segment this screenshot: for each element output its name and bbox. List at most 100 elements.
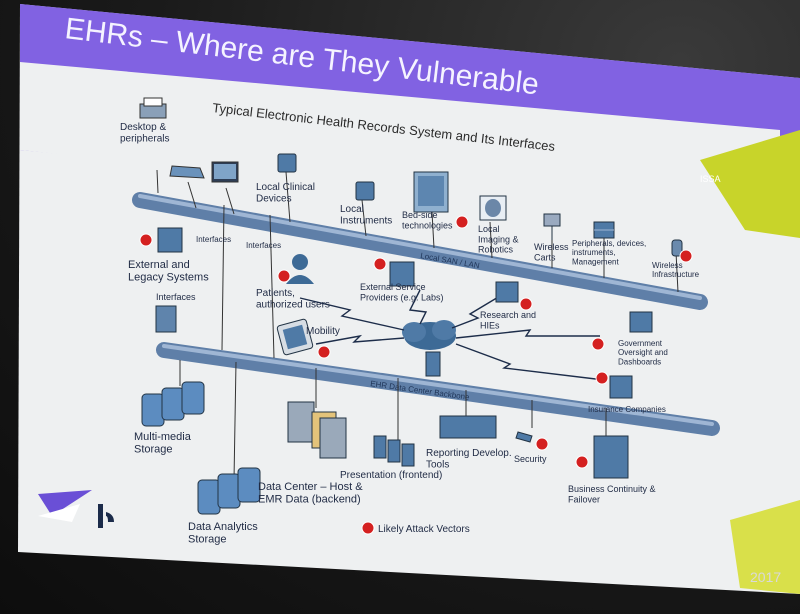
label-patients: Patients,authorized users [256, 288, 330, 311]
label-line: Providers (e.g. Labs) [360, 292, 444, 302]
security-camera-icon [515, 431, 533, 443]
label-line: Business Continuity & [568, 484, 656, 494]
external-service-server-icon [389, 261, 415, 287]
label-line: External and [128, 259, 190, 271]
patient-user-icon [286, 254, 314, 284]
label-interfaces-left: Interfaces [156, 292, 196, 302]
title-band-lower [20, 62, 780, 232]
external-legacy-system-icon [157, 227, 183, 253]
corner-tag: ISSA [700, 174, 721, 184]
label-line: Data Analytics [188, 521, 258, 533]
peripheral-devices-icon [593, 221, 615, 239]
label-line: Robotics [478, 245, 514, 255]
label-line: Patients, [256, 288, 295, 299]
label-line: Local Clinical [256, 182, 315, 193]
reporting-panel-icon [439, 415, 497, 439]
label-line: Oversight and [618, 348, 668, 357]
label-line: Devices [256, 194, 292, 205]
label-line: Dashboards [618, 357, 661, 366]
label-line: peripherals [120, 134, 169, 145]
label-line: Local [340, 204, 364, 215]
label-interfaces-a: Interfaces [196, 235, 231, 244]
label-mobility: Mobility [306, 326, 340, 337]
label-line: Government [618, 339, 663, 348]
printer-icon [139, 97, 167, 119]
interface-server-icon [155, 305, 177, 333]
label-line: Instruments [340, 216, 392, 227]
label-line: Imaging & [478, 234, 519, 244]
network-cloud-icon [402, 320, 456, 350]
label-line: Tools [426, 460, 449, 471]
label-line: Data Center – Host & [258, 481, 363, 493]
label-line: authorized users [256, 300, 330, 311]
label-line: Research and [480, 310, 536, 320]
label-line: Desktop & [120, 122, 166, 133]
label-line: Local [478, 224, 500, 234]
label-line: Storage [134, 444, 173, 456]
presentation-server-icon [287, 401, 347, 459]
attack-vector-markers [139, 215, 693, 535]
label-line: Carts [534, 252, 556, 262]
wireless-links [299, 289, 605, 381]
imaging-icon [479, 195, 507, 221]
label-line: Reporting Develop. [426, 448, 512, 459]
conference-logo [38, 490, 114, 528]
scanner-icon [169, 165, 205, 179]
mobile-device-icon [425, 351, 441, 377]
legend-attack-vectors: Likely Attack Vectors [378, 524, 470, 535]
label-business-continuity: Business Continuity &Failover [568, 484, 656, 504]
tablet-icon [276, 318, 314, 356]
label-reporting: Reporting Develop.Tools [426, 448, 512, 471]
business-continuity-building-icon [593, 435, 629, 479]
label-insurance: Insurance Companies [588, 405, 666, 414]
label-line: Peripherals, devices, [572, 239, 646, 248]
label-line: instruments, [572, 248, 616, 257]
label-line: Infrastructure [652, 270, 700, 279]
local-instrument-icon [355, 181, 375, 201]
government-server-icon [629, 311, 653, 333]
label-line: Storage [188, 534, 227, 546]
label-line: Wireless [534, 242, 569, 252]
label-interfaces-b: Interfaces [246, 241, 281, 250]
corner-accent-bottom [730, 500, 800, 594]
label-line: technologies [402, 220, 453, 230]
label-line: External Service [360, 282, 426, 292]
data-analytics-storage-icon [197, 467, 261, 515]
bedside-technology-icon [413, 171, 449, 213]
label-security: Security [514, 454, 547, 464]
wireless-cart-icon [543, 213, 561, 240]
corner-accent-top [700, 130, 800, 238]
reporting-tools-icon [373, 435, 415, 467]
label-desktop: Desktop &peripherals [120, 122, 169, 145]
label-peripherals: Peripherals, devices,instruments,Managem… [572, 239, 646, 266]
label-line: Management [572, 257, 619, 266]
monitor-icon [211, 161, 239, 183]
research-server-icon [495, 281, 519, 303]
multimedia-storage-icon [141, 381, 205, 427]
label-line: Legacy Systems [128, 272, 209, 284]
local-clinical-device-icon [277, 153, 297, 173]
footer-year: 2017 [750, 569, 781, 585]
label-line: Bed-side [402, 210, 438, 220]
label-line: Wireless [652, 261, 683, 270]
label-line: Multi-media [134, 431, 192, 443]
label-presentation: Presentation (frontend) [340, 470, 442, 481]
backbone-bus [156, 342, 720, 436]
label-line: HIEs [480, 320, 500, 330]
label-data-center: Data Center – Host &EMR Data (backend) [258, 481, 363, 506]
wireless-infrastructure-icon [671, 239, 683, 257]
insurance-server-icon [609, 375, 633, 399]
